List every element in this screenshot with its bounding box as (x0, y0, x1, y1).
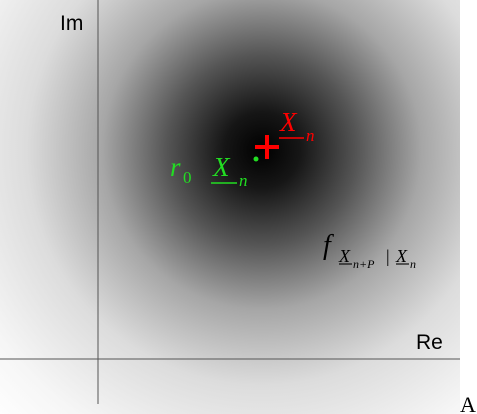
center-label-subscript: n (306, 126, 315, 145)
scaled-label-prefix: r (170, 152, 181, 182)
density-label: f X n+P | X n (323, 230, 416, 272)
density-label-function: f (323, 230, 334, 261)
scaled-label-subscript: n (239, 171, 248, 190)
svg-text:X n: X n (279, 107, 315, 145)
svg-text:r 0 X n: r 0 X n (170, 152, 248, 190)
scaled-label: r 0 X n (170, 152, 248, 190)
density-label-given-symbol: X (395, 246, 408, 266)
imaginary-axis-label: Im (60, 12, 83, 35)
density-label-cond-symbol: X (338, 246, 351, 266)
svg-text:f X n+P |: f X n+P | X n (323, 230, 416, 272)
density-label-given-subscript: n (410, 257, 416, 271)
real-axis-label: Re (416, 331, 443, 354)
scaled-point-dot (253, 156, 259, 162)
density-label-cond-subscript: n+P (353, 257, 375, 271)
density-label-separator: | (386, 246, 390, 266)
center-label: X n (279, 107, 315, 145)
density-heatmap (0, 0, 460, 414)
scaled-label-prefix-subscript: 0 (183, 168, 192, 187)
scaled-label-symbol: X (212, 152, 231, 182)
corner-letter: A (460, 392, 476, 414)
center-cross-icon (255, 135, 279, 159)
center-label-symbol: X (279, 107, 298, 137)
